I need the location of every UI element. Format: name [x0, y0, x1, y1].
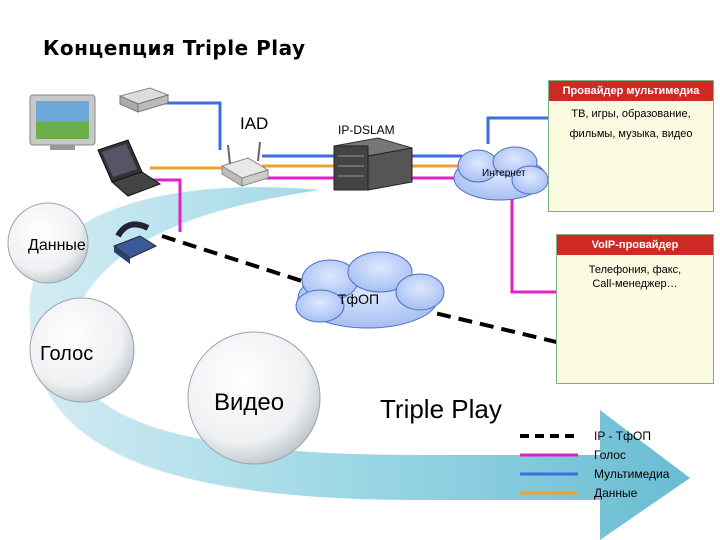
multimedia-provider-line1: ТВ, игры, образование, [571, 108, 691, 120]
phone-icon [112, 221, 158, 264]
laptop-icon [97, 139, 162, 197]
video-circle [187, 331, 321, 465]
data-lines [150, 164, 462, 170]
multimedia-provider-header: Провайдер мультимедиа [549, 81, 713, 101]
multimedia-lines [162, 101, 548, 158]
iad-label: IAD [240, 114, 269, 133]
voip-provider-line2: Call-менеджер… [592, 278, 678, 290]
set-top-box-icon [118, 87, 170, 113]
pstn-cloud [295, 251, 445, 329]
voip-provider-header: VoIP-провайдер [557, 235, 713, 255]
multimedia-provider-line2: фильмы, музыка, видео [569, 128, 693, 140]
iad-router-icon [220, 141, 270, 187]
page-title: Концепция Triple Play [43, 36, 306, 60]
legend-lines [520, 434, 578, 495]
voip-provider-line1: Телефония, факс, [588, 264, 682, 276]
ip-dslam-icon [333, 137, 413, 191]
data-circle [7, 202, 89, 284]
voice-circle-label: Голос [40, 343, 94, 365]
pstn-lines [161, 234, 591, 352]
swoosh-arrow [29, 187, 690, 540]
ip-dslam-label: IP-DSLAM [338, 123, 395, 137]
voip-provider-box: VoIP-провайдер Телефония, факс, Call-мен… [556, 234, 714, 384]
legend-item-pstn: IP - ТфОП [594, 429, 651, 443]
voice-circle [29, 297, 135, 403]
multimedia-provider-box: Провайдер мультимедиа ТВ, игры, образова… [548, 80, 714, 212]
video-circle-label: Видео [214, 389, 285, 416]
legend-item-data: Данные [594, 486, 638, 500]
legend-item-multimedia: Мультимедиа [594, 467, 670, 481]
pstn-cloud-label: ТфОП [338, 291, 380, 307]
internet-cloud-label: Интернет [482, 168, 526, 179]
legend-item-voice: Голос [594, 448, 626, 462]
triple-play-label: Triple Play [380, 394, 502, 424]
tv-icon [29, 94, 96, 150]
data-circle-label: Данные [28, 237, 86, 254]
